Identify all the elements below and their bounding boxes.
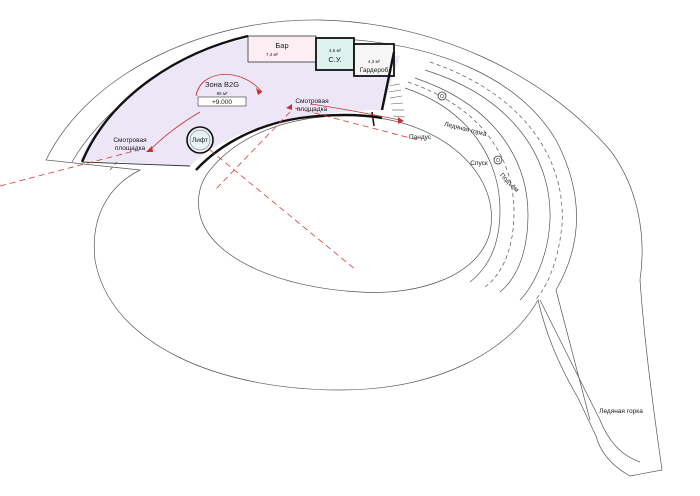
ramp-ticks — [387, 83, 406, 118]
ice-slide-bottom-label: Ледяная горка — [599, 408, 643, 415]
track-ring-1 — [404, 87, 501, 283]
track-ring-3 — [424, 69, 551, 301]
platform-edge — [81, 161, 191, 167]
inner-wall — [195, 113, 383, 171]
sightline-right — [294, 107, 419, 141]
view-platform-mid-line1: Смотровая — [295, 98, 329, 105]
zone-label: Зона B2G — [205, 80, 239, 89]
zone-area: 85 м² — [217, 91, 228, 96]
track-ring-dashed-1 — [407, 81, 515, 288]
lift-circle — [186, 126, 214, 154]
route-b2g — [195, 73, 263, 97]
view-platform-mid-line2: площадка — [297, 106, 328, 113]
track-marker-top-inner — [439, 93, 445, 99]
route-mid-arrowhead — [286, 104, 292, 110]
track-ring-dashed-2 — [429, 61, 563, 301]
wc-area: 4,5 м² — [329, 48, 342, 53]
wardrobe-label: Гардероб — [360, 66, 389, 74]
descent-label: Спуск — [470, 160, 488, 167]
outer-wall — [80, 34, 249, 163]
track-ring-2 — [414, 77, 529, 293]
inner-wall-cap — [371, 111, 375, 127]
bar-label: Бар — [275, 41, 288, 50]
sightline-lift-down — [209, 149, 357, 271]
route-left-arrowhead — [146, 146, 153, 152]
wardrobe-room — [353, 43, 395, 77]
track-marker-mid-inner — [495, 157, 501, 163]
wc-label: С.У. — [328, 55, 341, 64]
wc-room — [315, 37, 355, 71]
track-marker-top — [437, 91, 447, 101]
wardrobe-area: 4,3 м² — [368, 59, 381, 64]
view-platform-left-line2: площадка — [115, 145, 146, 152]
track-marker-mid — [493, 155, 503, 165]
ascent-label: Подъём — [498, 172, 520, 194]
route-ramp-arrowhead — [398, 117, 404, 124]
inner-oval — [198, 115, 492, 293]
outer-wall-right — [380, 51, 396, 111]
route-to-ramp — [309, 103, 401, 121]
slide-tail-line — [539, 299, 641, 463]
ice-slide-top-label: Ледяная горка — [443, 121, 487, 138]
sightline-mid-down — [214, 111, 291, 191]
lift-circle-inner — [189, 129, 211, 151]
bar-room — [247, 35, 317, 63]
view-platform-left-line1: Смотровая — [113, 137, 147, 144]
ramp-label: Пандус — [409, 134, 432, 141]
sightline-left — [0, 149, 139, 187]
level-label: +9.000 — [212, 99, 232, 106]
level-box — [197, 96, 247, 107]
route-to-platform — [149, 111, 201, 151]
route-b2g-arrowhead — [256, 88, 262, 95]
lift-label: Лифт — [192, 137, 208, 144]
bar-area: 7,4 м² — [266, 52, 279, 57]
outer-shell-outline — [45, 19, 663, 477]
